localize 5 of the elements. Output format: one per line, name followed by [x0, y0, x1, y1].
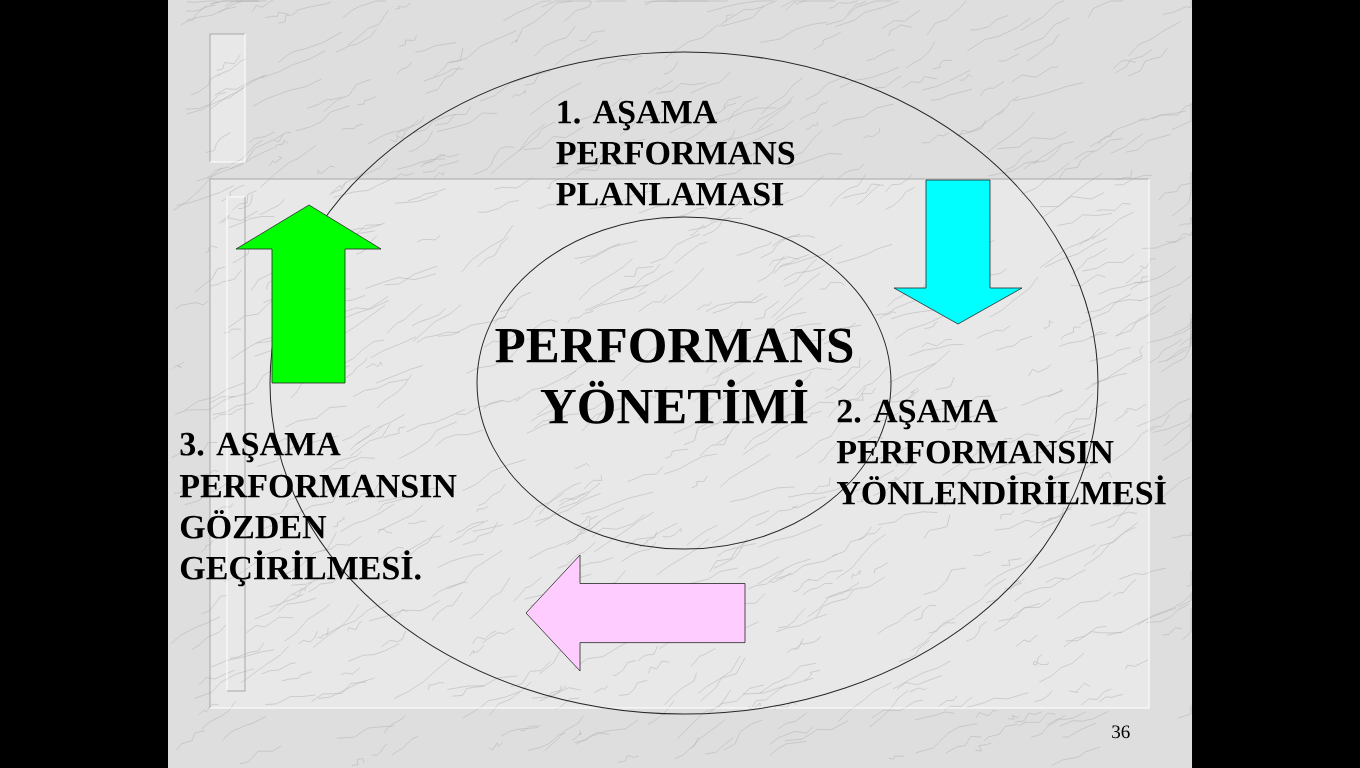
stage-heading: 1. AŞAMA: [558, 100, 717, 131]
stage-text: PERFORMANS PLANLAMASI: [556, 141, 795, 206]
stage-heading: 2. AŞAMA: [837, 399, 998, 430]
page-number: 36: [1112, 725, 1130, 739]
stage-heading: 3. AŞAMA: [180, 432, 341, 463]
